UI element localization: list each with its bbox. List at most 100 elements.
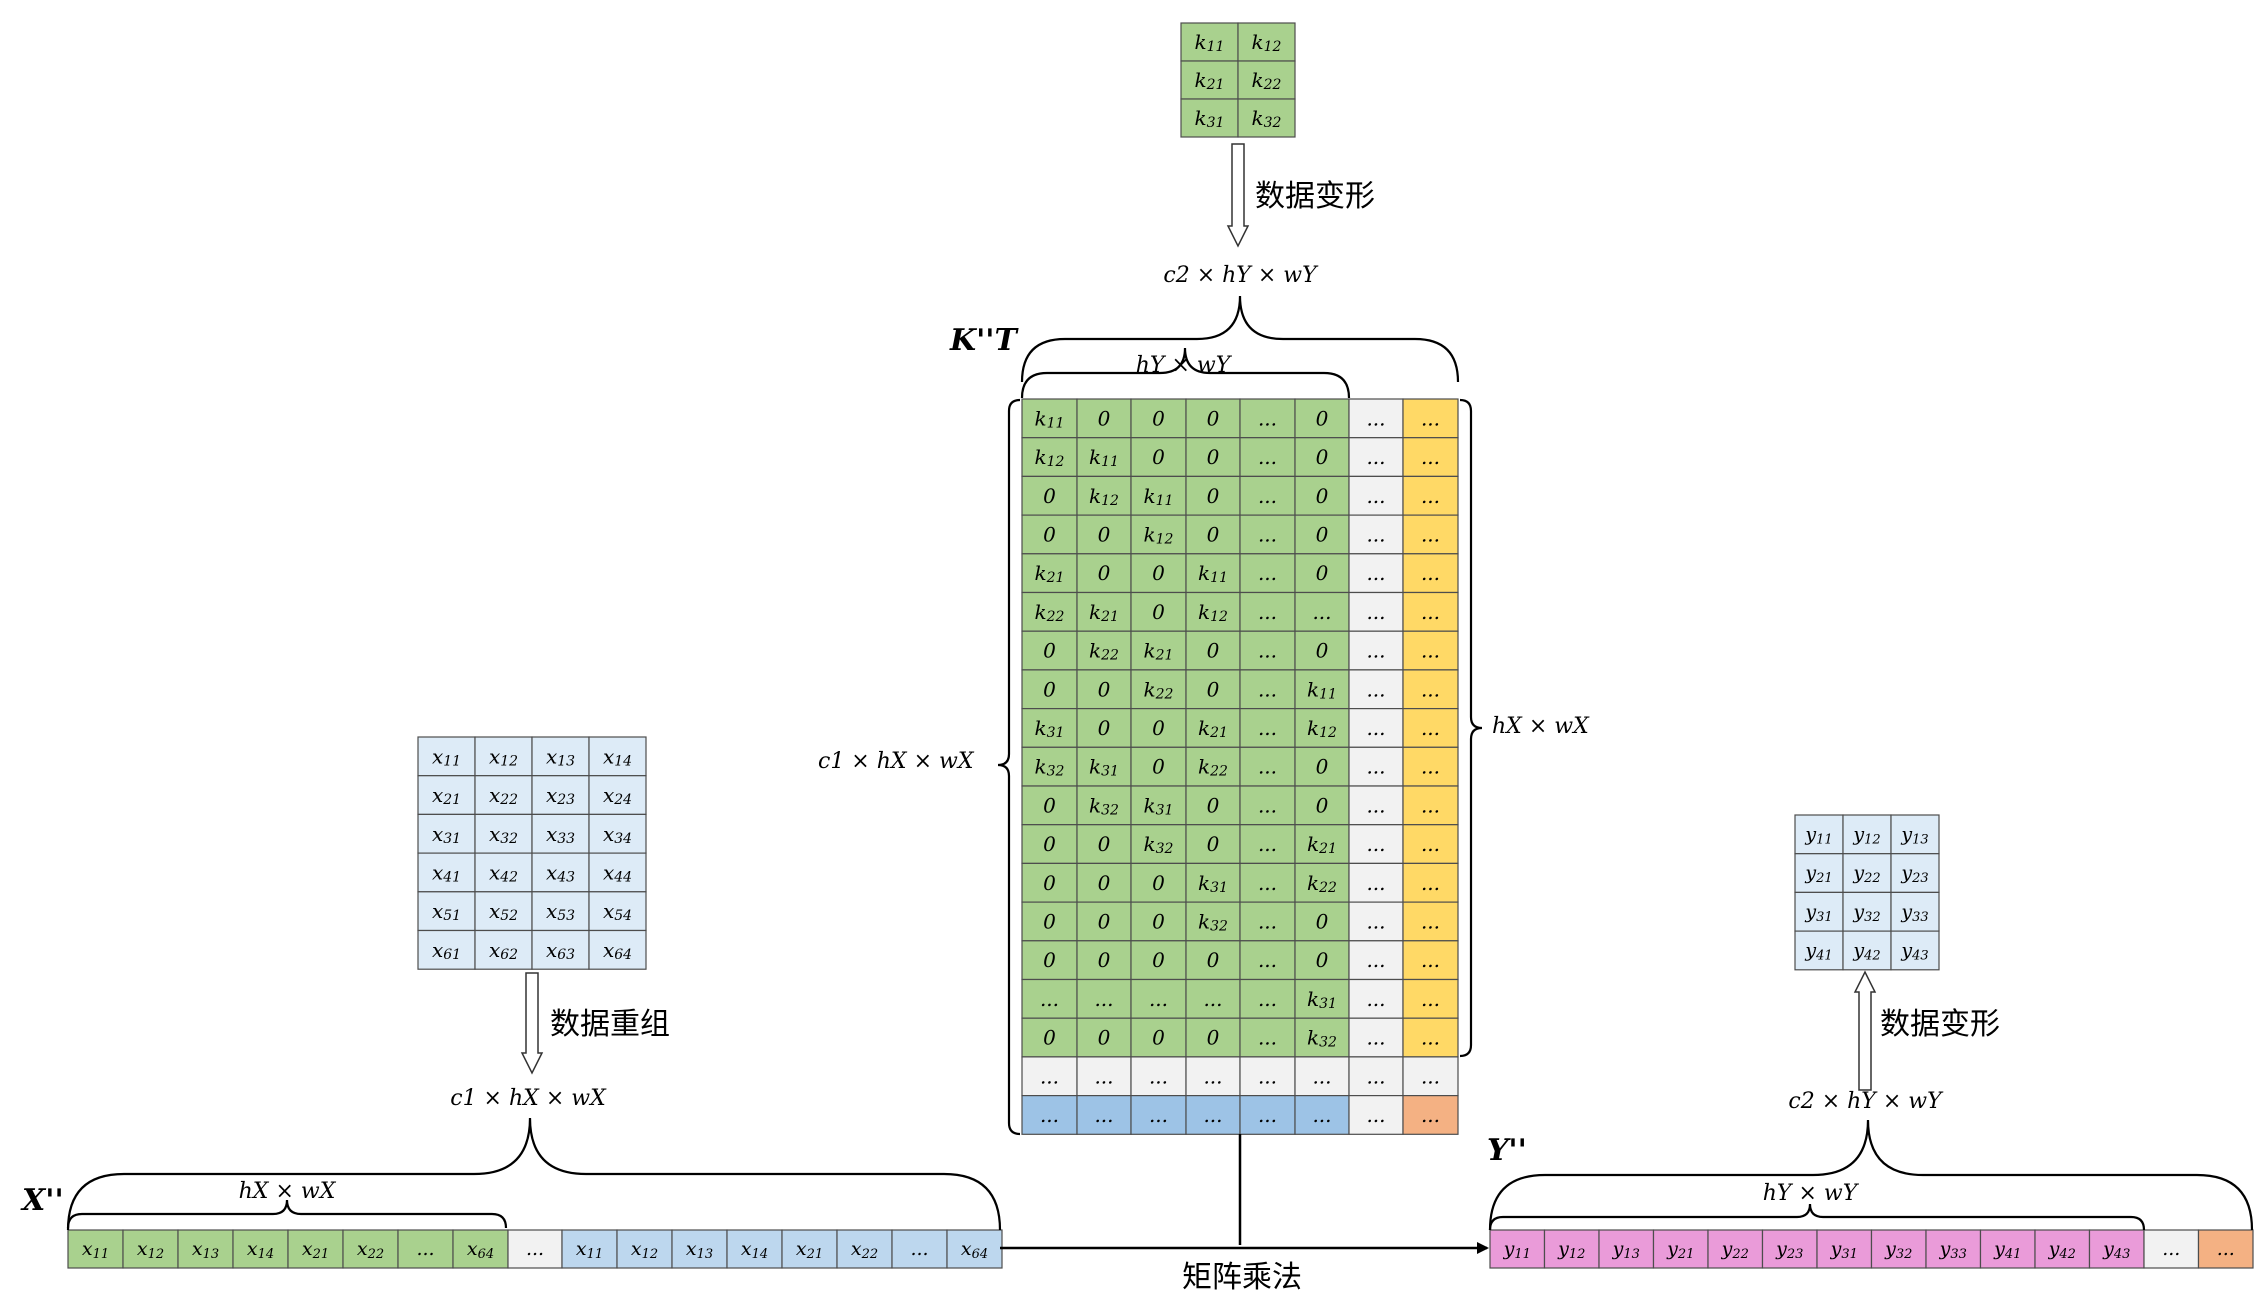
- svg-text:...: ...: [1149, 987, 1168, 1011]
- kmatrix-cell: 0: [1076, 398, 1132, 439]
- svg-text:...: ...: [526, 1238, 544, 1260]
- input-cell: x44: [588, 852, 647, 893]
- kmatrix-cell: ...: [1402, 1017, 1459, 1058]
- kmatrix-cell: ...: [1185, 1056, 1241, 1097]
- svg-text:0: 0: [1098, 522, 1111, 546]
- xrow-cell: x11: [67, 1229, 124, 1269]
- kmatrix-cell: ...: [1294, 1056, 1350, 1097]
- kmatrix-cell: ...: [1402, 437, 1459, 478]
- svg-text:矩阵乘法: 矩阵乘法: [1182, 1260, 1302, 1295]
- kmatrix-cell: ...: [1239, 746, 1296, 787]
- svg-text:0: 0: [1043, 793, 1056, 817]
- output-cell: y11: [1794, 814, 1844, 855]
- kmatrix-cell: ...: [1239, 437, 1296, 478]
- kmatrix-cell: k22: [1185, 746, 1241, 787]
- kmatrix-cell: ...: [1021, 1094, 1078, 1135]
- input-regroup-arrow: [520, 972, 544, 1075]
- svg-text:...: ...: [1094, 1103, 1113, 1127]
- kmatrix-cell: 0: [1076, 553, 1132, 594]
- svg-text:0: 0: [1098, 871, 1111, 895]
- svg-text:0: 0: [1316, 793, 1329, 817]
- svg-text:...: ...: [1366, 716, 1385, 740]
- svg-text:...: ...: [1258, 561, 1277, 585]
- kernel-cell: k31: [1180, 98, 1239, 138]
- kmatrix-cell: ...: [1239, 1094, 1296, 1135]
- svg-text:0: 0: [1098, 677, 1111, 701]
- kmatrix-cell: ...: [1239, 901, 1296, 942]
- kmatrix-cell: k22: [1130, 669, 1187, 710]
- kmatrix-cell: 0: [1130, 940, 1187, 981]
- svg-text:...: ...: [1094, 1064, 1113, 1088]
- kmatrix-cell: 0: [1294, 437, 1350, 478]
- svg-text:数据重组: 数据重组: [550, 1007, 670, 1042]
- yrow-cell: y42: [2034, 1229, 2091, 1269]
- svg-text:0: 0: [1152, 406, 1165, 430]
- svg-text:数据变形: 数据变形: [1255, 179, 1375, 214]
- kmatrix-cell: k12: [1076, 475, 1132, 516]
- kmatrix-cell: ...: [1402, 862, 1459, 903]
- kmatrix-cell: k32: [1130, 824, 1187, 865]
- svg-text:...: ...: [1366, 600, 1385, 624]
- kmatrix-cell: 0: [1130, 901, 1187, 942]
- svg-text:0: 0: [1043, 948, 1056, 972]
- kmatrix-cell: ...: [1402, 1094, 1459, 1135]
- svg-text:...: ...: [1040, 987, 1059, 1011]
- xrow-cell: ...: [507, 1229, 563, 1269]
- kmatrix-cell: ...: [1239, 475, 1296, 516]
- output-cell: y33: [1890, 891, 1940, 932]
- svg-text:...: ...: [1366, 1026, 1385, 1050]
- xrow-cell: x13: [671, 1229, 728, 1269]
- kmatrix-cell: 0: [1185, 824, 1241, 865]
- input-cell: x53: [531, 891, 590, 932]
- kmatrix-cell: ...: [1402, 978, 1459, 1019]
- kmatrix-cell: ...: [1239, 940, 1296, 981]
- input-cell: x33: [531, 813, 590, 854]
- kmatrix-cell: ...: [1076, 978, 1132, 1019]
- yrow-cell: y31: [1816, 1229, 1873, 1269]
- svg-text:...: ...: [1258, 1064, 1277, 1088]
- kmatrix-cell: ...: [1076, 1056, 1132, 1097]
- svg-text:0: 0: [1316, 755, 1329, 779]
- yrow-cell: y43: [2088, 1229, 2145, 1269]
- svg-text:...: ...: [1366, 793, 1385, 817]
- svg-text:0: 0: [1207, 793, 1220, 817]
- svg-text:...: ...: [1258, 832, 1277, 856]
- svg-text:0: 0: [1043, 522, 1056, 546]
- kmatrix-cell: 0: [1294, 940, 1350, 981]
- input-cell: x24: [588, 775, 647, 816]
- svg-text:...: ...: [1258, 484, 1277, 508]
- svg-text:...: ...: [1258, 909, 1277, 933]
- svg-text:...: ...: [1421, 987, 1440, 1011]
- svg-text:0: 0: [1152, 909, 1165, 933]
- kmatrix-cell: ...: [1402, 824, 1459, 865]
- svg-text:0: 0: [1098, 716, 1111, 740]
- kmatrix-cell: k11: [1076, 437, 1132, 478]
- svg-text:...: ...: [1421, 445, 1440, 469]
- svg-text:0: 0: [1152, 445, 1165, 469]
- kmatrix-cell: 0: [1185, 630, 1241, 671]
- svg-text:0: 0: [1207, 1026, 1220, 1050]
- svg-text:0: 0: [1207, 484, 1220, 508]
- kmatrix-cell: 0: [1021, 785, 1078, 826]
- kmatrix-cell: k21: [1076, 591, 1132, 632]
- kmatrix-cell: 0: [1130, 707, 1187, 748]
- svg-text:...: ...: [1366, 755, 1385, 779]
- xrow-cell: ...: [891, 1229, 948, 1269]
- svg-text:hX × wX: hX × wX: [239, 1179, 337, 1204]
- kmatrix-cell: ...: [1348, 630, 1404, 671]
- svg-text:...: ...: [1258, 987, 1277, 1011]
- xrow-cell: x21: [781, 1229, 838, 1269]
- svg-text:...: ...: [1203, 1103, 1222, 1127]
- kernel-dim-label: c2 × hY × wY: [1163, 263, 1319, 288]
- kmatrix-cell: k12: [1021, 437, 1078, 478]
- svg-text:0: 0: [1207, 406, 1220, 430]
- kmatrix-cell: 0: [1076, 1017, 1132, 1058]
- svg-text:...: ...: [1421, 639, 1440, 663]
- kmatrix-cell: 0: [1021, 901, 1078, 942]
- svg-text:...: ...: [1258, 948, 1277, 972]
- kmatrix-cell: 0: [1021, 1017, 1078, 1058]
- kmatrix-cell: ...: [1348, 437, 1404, 478]
- input-cell: x52: [474, 891, 533, 932]
- kmatrix-cell: ...: [1402, 475, 1459, 516]
